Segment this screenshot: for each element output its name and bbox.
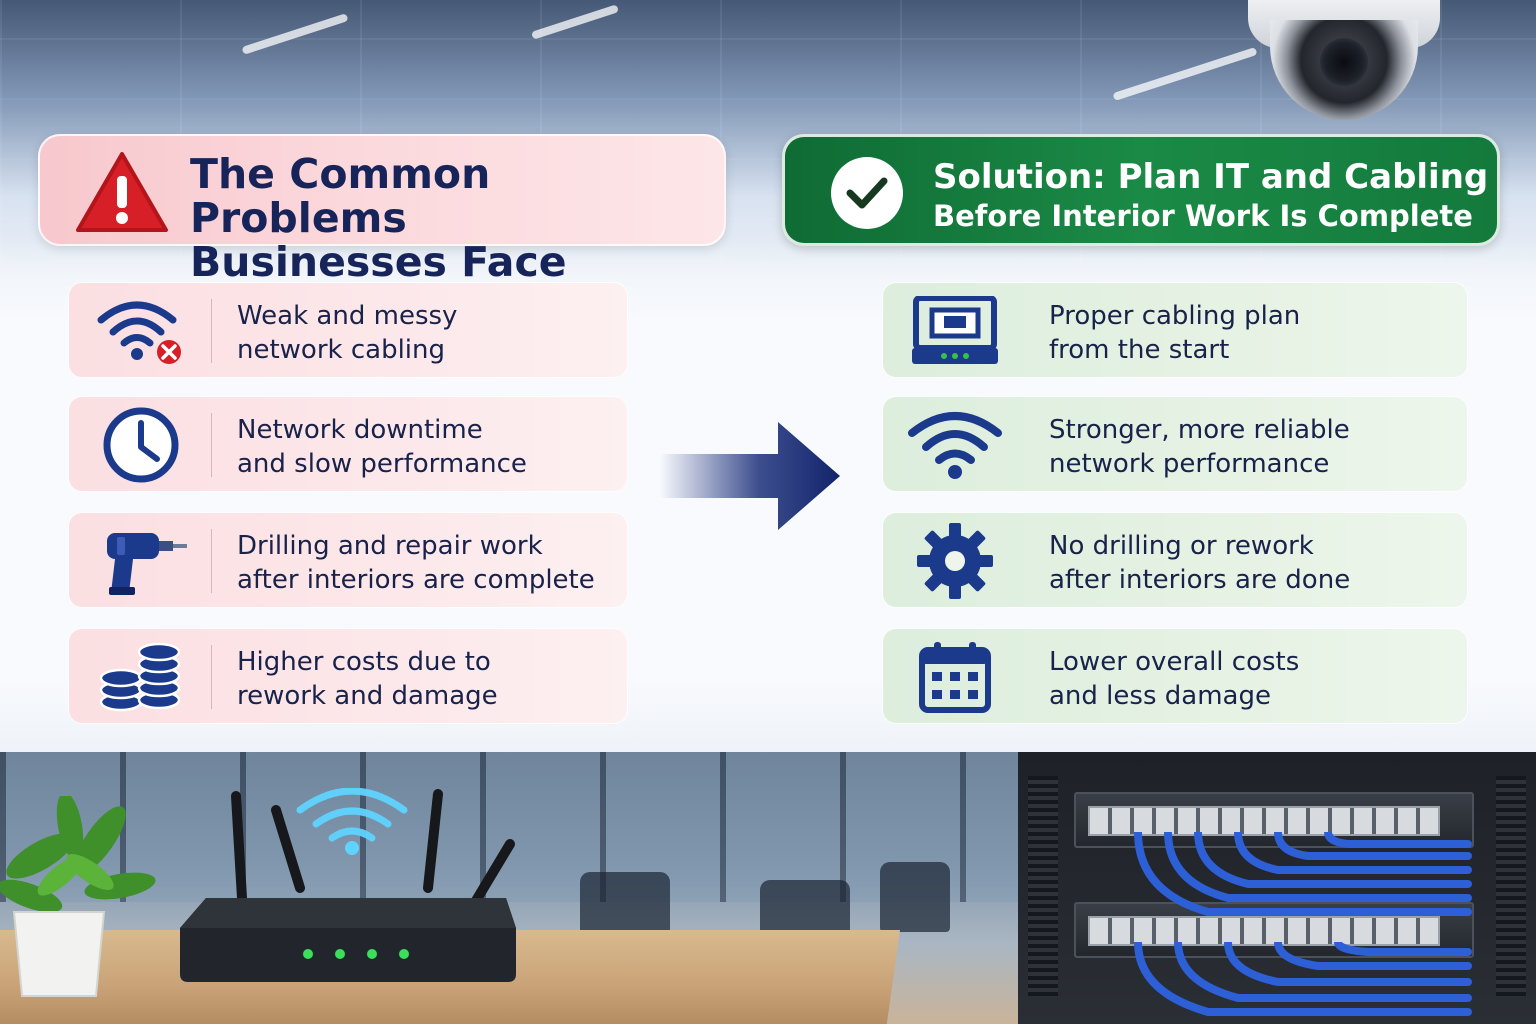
arrow-right-icon [660,422,840,530]
ceiling-light [241,13,349,55]
ceiling-light [1112,47,1258,101]
solution-item-text: No drilling or rework after interiors ar… [1049,529,1350,597]
problem-item-text: Drilling and repair work after interiors… [237,529,595,597]
coins-icon [91,637,191,717]
wifi-router-image [180,788,516,982]
card-divider [211,529,212,593]
problem-item-line1: Higher costs due to [237,647,491,677]
solution-item-text: Lower overall costs and less damage [1049,645,1299,713]
solution-item-text: Proper cabling plan from the start [1049,299,1300,367]
problem-item-text: Weak and messy network cabling [237,299,457,367]
problem-item-line2: rework and damage [237,681,498,711]
problems-header-banner: The Common Problems Businesses Face [38,134,726,284]
solution-item: Lower overall costs and less damage [882,628,1468,724]
solution-header-banner: Solution: Plan IT and Cabling Before Int… [782,134,1500,246]
potted-plant-image [0,796,156,997]
problem-item: Network downtime and slow performance [68,396,628,492]
warning-icon [76,152,168,232]
card-divider [211,299,212,363]
problem-item-line1: Drilling and repair work [237,531,543,561]
checkmark-icon [831,157,903,229]
problem-item: Weak and messy network cabling [68,282,628,378]
solution-item-line1: Lower overall costs [1049,647,1300,677]
solution-item-line2: and less damage [1049,681,1271,711]
network-device-icon [905,291,1005,371]
solution-item-line1: Proper cabling plan [1049,301,1301,331]
ceiling-light [530,4,620,40]
problem-item: Drilling and repair work after interiors… [68,512,628,608]
server-rack-image [1018,752,1536,1024]
problem-item-text: Higher costs due to rework and damage [237,645,498,713]
problems-title-line2: Businesses Face [190,238,567,286]
gear-icon [905,521,1005,601]
problems-title-line1: The Common Problems [190,150,491,242]
card-divider [211,413,212,477]
solution-title: Solution: Plan IT and Cabling Before Int… [933,157,1493,235]
calendar-icon [905,637,1005,717]
solution-title-line2: Before Interior Work Is Complete [933,199,1473,233]
solution-item-line2: after interiors are done [1049,565,1351,595]
wifi-icon [905,405,1005,485]
card-divider [211,645,212,709]
security-camera-image [1248,0,1440,130]
solution-item-line1: Stronger, more reliable [1049,415,1350,445]
solution-item-text: Stronger, more reliable network performa… [1049,413,1350,481]
problems-title: The Common Problems Businesses Face [190,152,720,284]
solution-item: Proper cabling plan from the start [882,282,1468,378]
problem-item-line1: Network downtime [237,415,483,445]
solution-title-line1: Solution: Plan IT and Cabling [933,157,1489,197]
solution-item: Stronger, more reliable network performa… [882,396,1468,492]
drill-icon [91,521,191,601]
problem-item-line2: after interiors are complete [237,565,595,595]
solution-item-line2: network performance [1049,449,1330,479]
problem-item-line2: network cabling [237,335,446,365]
solution-item-line2: from the start [1049,335,1230,365]
solution-item-line1: No drilling or rework [1049,531,1314,561]
problem-item-line2: and slow performance [237,449,527,479]
wifi-error-icon [91,291,191,371]
clock-icon [91,405,191,485]
problem-item-line1: Weak and messy [237,301,458,331]
solution-item: No drilling or rework after interiors ar… [882,512,1468,608]
problem-item-text: Network downtime and slow performance [237,413,527,481]
problem-item: Higher costs due to rework and damage [68,628,628,724]
